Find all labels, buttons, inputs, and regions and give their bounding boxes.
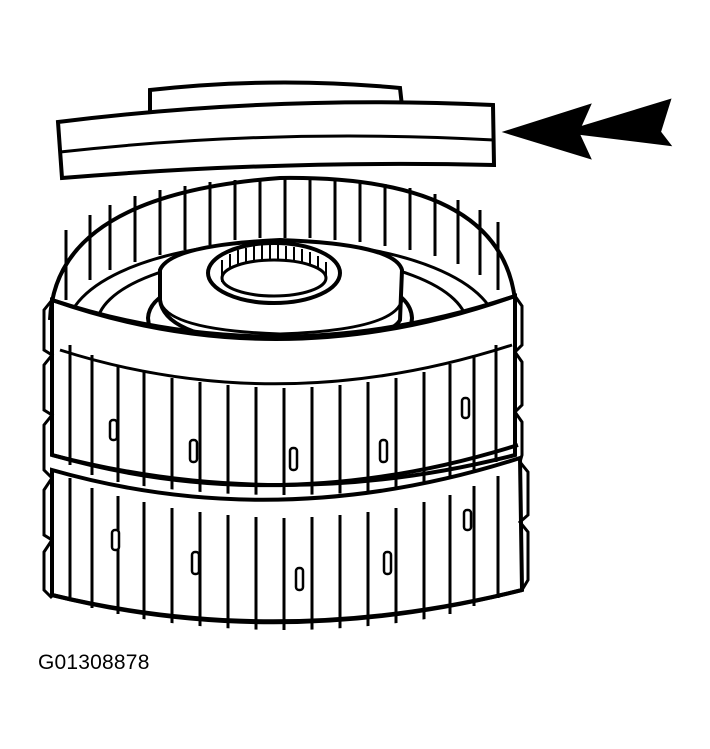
ring-separator — [51, 443, 519, 488]
upper-ring-slots — [108, 396, 471, 472]
upper-ring-back-teeth — [64, 178, 500, 300]
clutch-drum — [42, 175, 530, 630]
upper-ring-front-teeth — [68, 345, 498, 495]
lower-ring-bottom-edge — [51, 588, 523, 625]
hub-bore-inner — [220, 258, 328, 298]
figure-id-label: G01308878 — [38, 651, 150, 674]
upper-ring-top-edge — [51, 294, 516, 341]
right-side-profile — [513, 295, 530, 591]
top-plate — [55, 80, 497, 181]
lower-ring-slots — [110, 508, 473, 592]
upper-ring-rim — [48, 175, 517, 321]
plate-outline — [55, 100, 497, 181]
left-side-profile — [42, 299, 55, 600]
hub-top-face — [158, 299, 404, 336]
upper-ring-inner-edge — [59, 343, 513, 386]
pointer-arrow — [501, 98, 673, 160]
plate-edge-line — [59, 134, 495, 154]
arrow-head-2 — [564, 98, 673, 147]
